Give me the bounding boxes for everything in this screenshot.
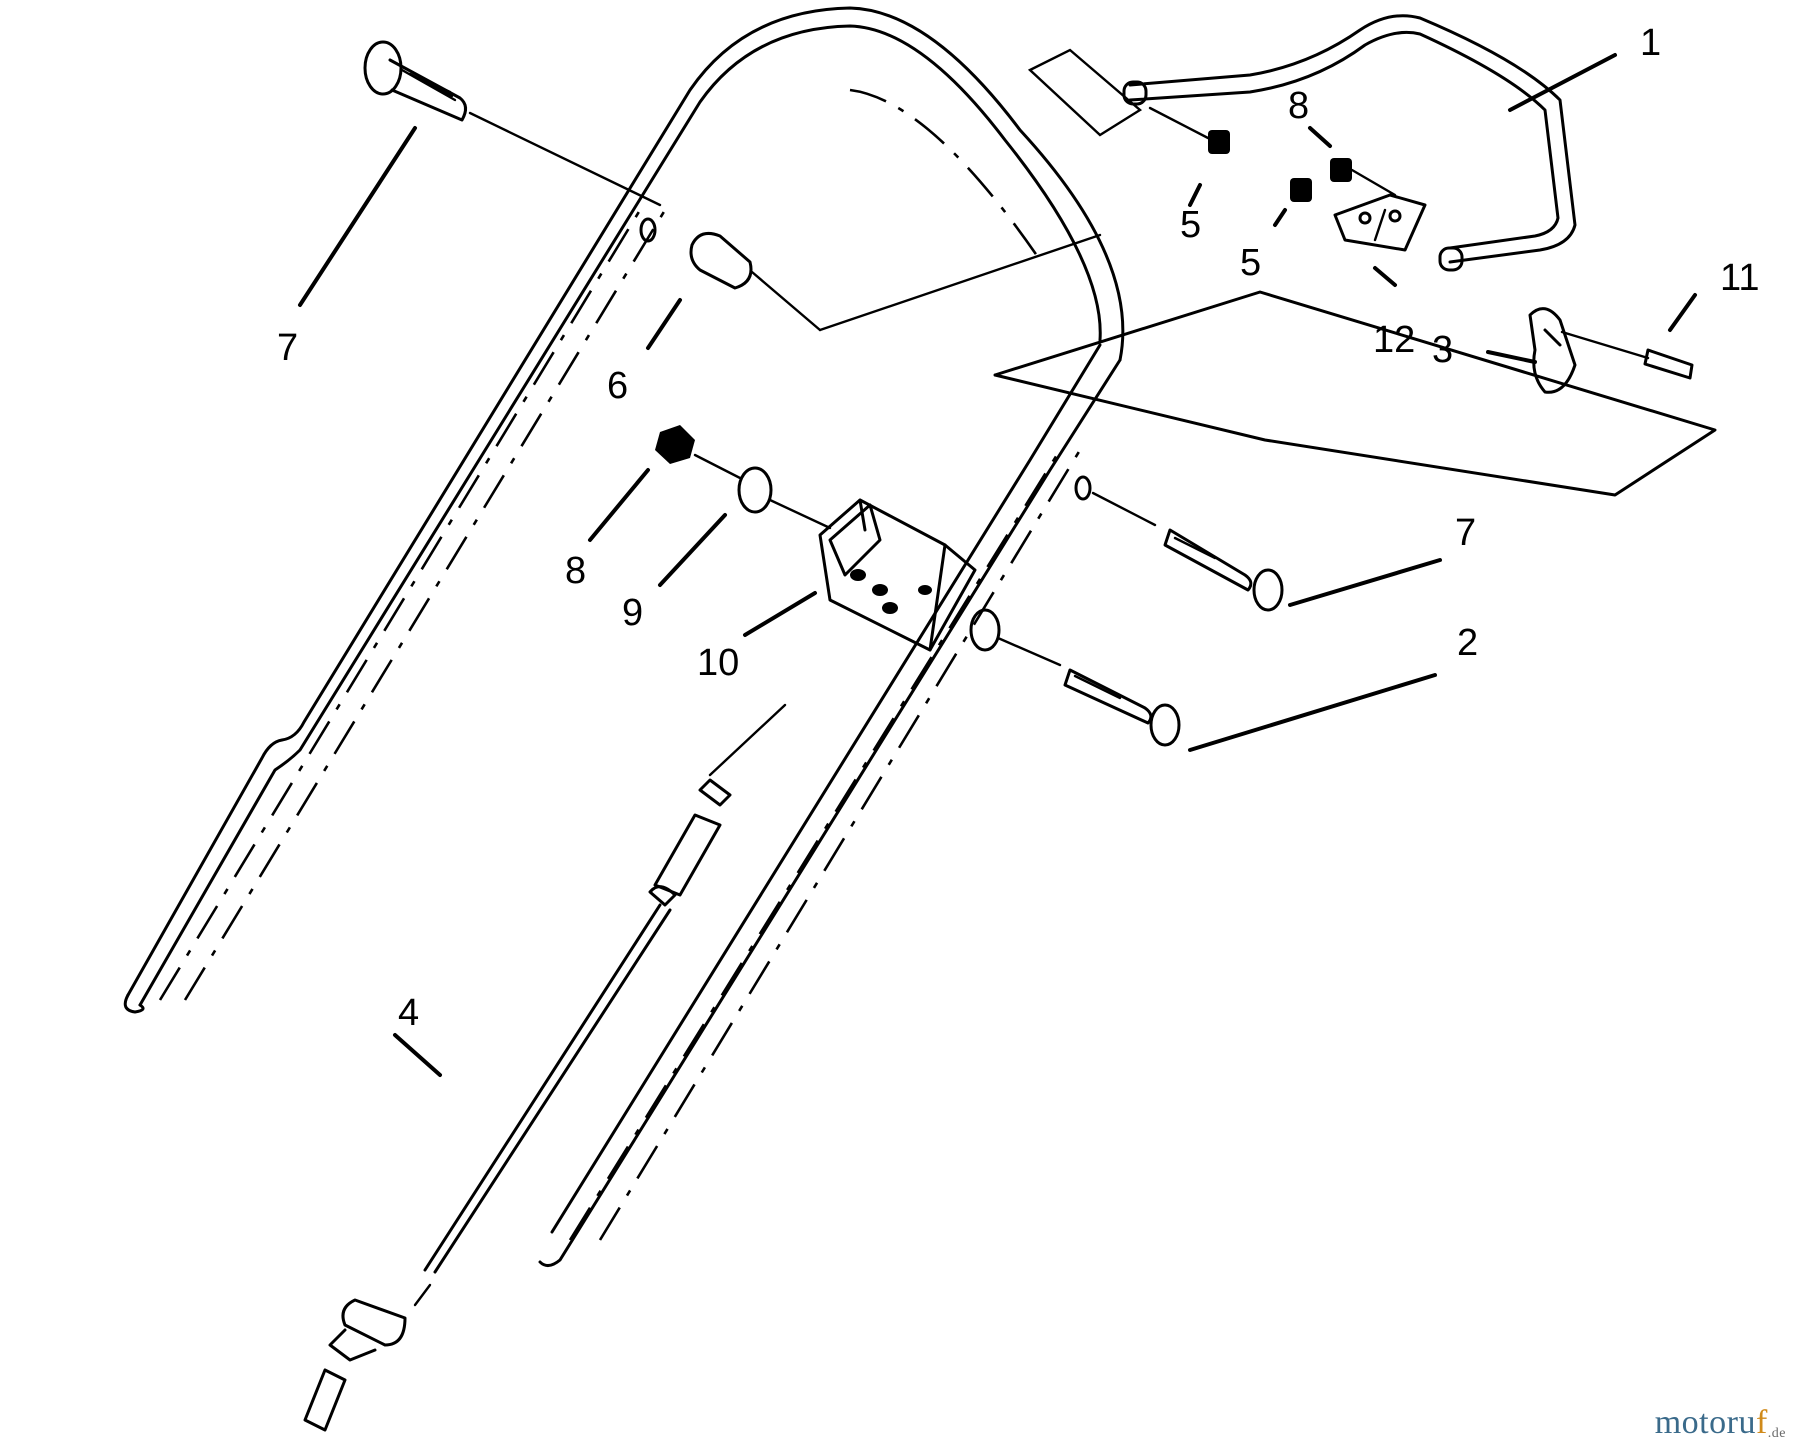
leader-6 (646, 298, 682, 350)
leader-2 (1188, 673, 1437, 752)
part-7-bolt-right (1091, 491, 1284, 612)
part-12-bracket (1333, 193, 1427, 252)
callout-1: 1 (1640, 22, 1661, 64)
leader-3 (1486, 350, 1537, 364)
part-1-bail-handle (1027, 14, 1577, 272)
callout-5a: 5 (1180, 204, 1201, 246)
callout-7a: 7 (277, 327, 298, 369)
callout-4: 4 (398, 992, 419, 1034)
part-10-block (818, 498, 977, 652)
part-11-screw (1560, 330, 1694, 380)
part-5-locknut-upper (1148, 106, 1230, 154)
site-watermark: motoruf.de (1655, 1404, 1786, 1442)
part-7-bolt-left (363, 40, 662, 207)
leader-5a (1188, 183, 1202, 207)
part-3-clip (1528, 307, 1577, 394)
watermark-main: motoru (1654, 1404, 1756, 1441)
handle-hole-upper (639, 217, 657, 243)
leader-lines (298, 53, 1697, 1077)
callout-9: 9 (622, 592, 643, 634)
leader-8b (588, 468, 650, 542)
watermark-accent: f (1755, 1404, 1768, 1441)
callout-5b: 5 (1240, 242, 1261, 284)
part-8-nut-upper (1330, 158, 1397, 197)
leader-5b (1273, 208, 1287, 227)
part-9-washer (737, 466, 832, 530)
callout-11: 11 (1720, 257, 1759, 299)
callout-numbers: 1 2 3 4 5 5 6 7 7 8 8 9 10 11 12 (277, 22, 1759, 1034)
watermark-tld: .de (1767, 1426, 1786, 1441)
leader-1 (1508, 53, 1617, 112)
leader-10 (743, 591, 817, 637)
callout-10: 10 (697, 642, 739, 684)
leader-7b (1288, 558, 1442, 607)
callout-6: 6 (607, 365, 628, 407)
part-2-bolt (969, 608, 1181, 747)
part-5-locknut-lower (1290, 178, 1312, 202)
callout-7b: 7 (1455, 512, 1476, 554)
main-handle (123, 6, 1125, 1267)
leader-4 (393, 1033, 442, 1077)
leader-12 (1373, 266, 1397, 287)
part-8-nut-lower (655, 425, 742, 480)
leader-8a (1308, 126, 1332, 148)
part-6-spacer (689, 232, 1102, 332)
leader-11 (1668, 293, 1697, 332)
callout-12: 12 (1373, 319, 1415, 361)
leader-9 (658, 513, 727, 587)
hidden-lines (158, 88, 1082, 1241)
callout-2: 2 (1457, 622, 1478, 664)
callout-3: 3 (1432, 329, 1453, 371)
handle-hole-right (1074, 475, 1092, 501)
exploded-view-frame (993, 290, 1717, 497)
leader-7a (298, 126, 417, 307)
callout-8b: 8 (565, 550, 586, 592)
part-4-cable (303, 703, 787, 1432)
callout-8a: 8 (1288, 85, 1309, 127)
